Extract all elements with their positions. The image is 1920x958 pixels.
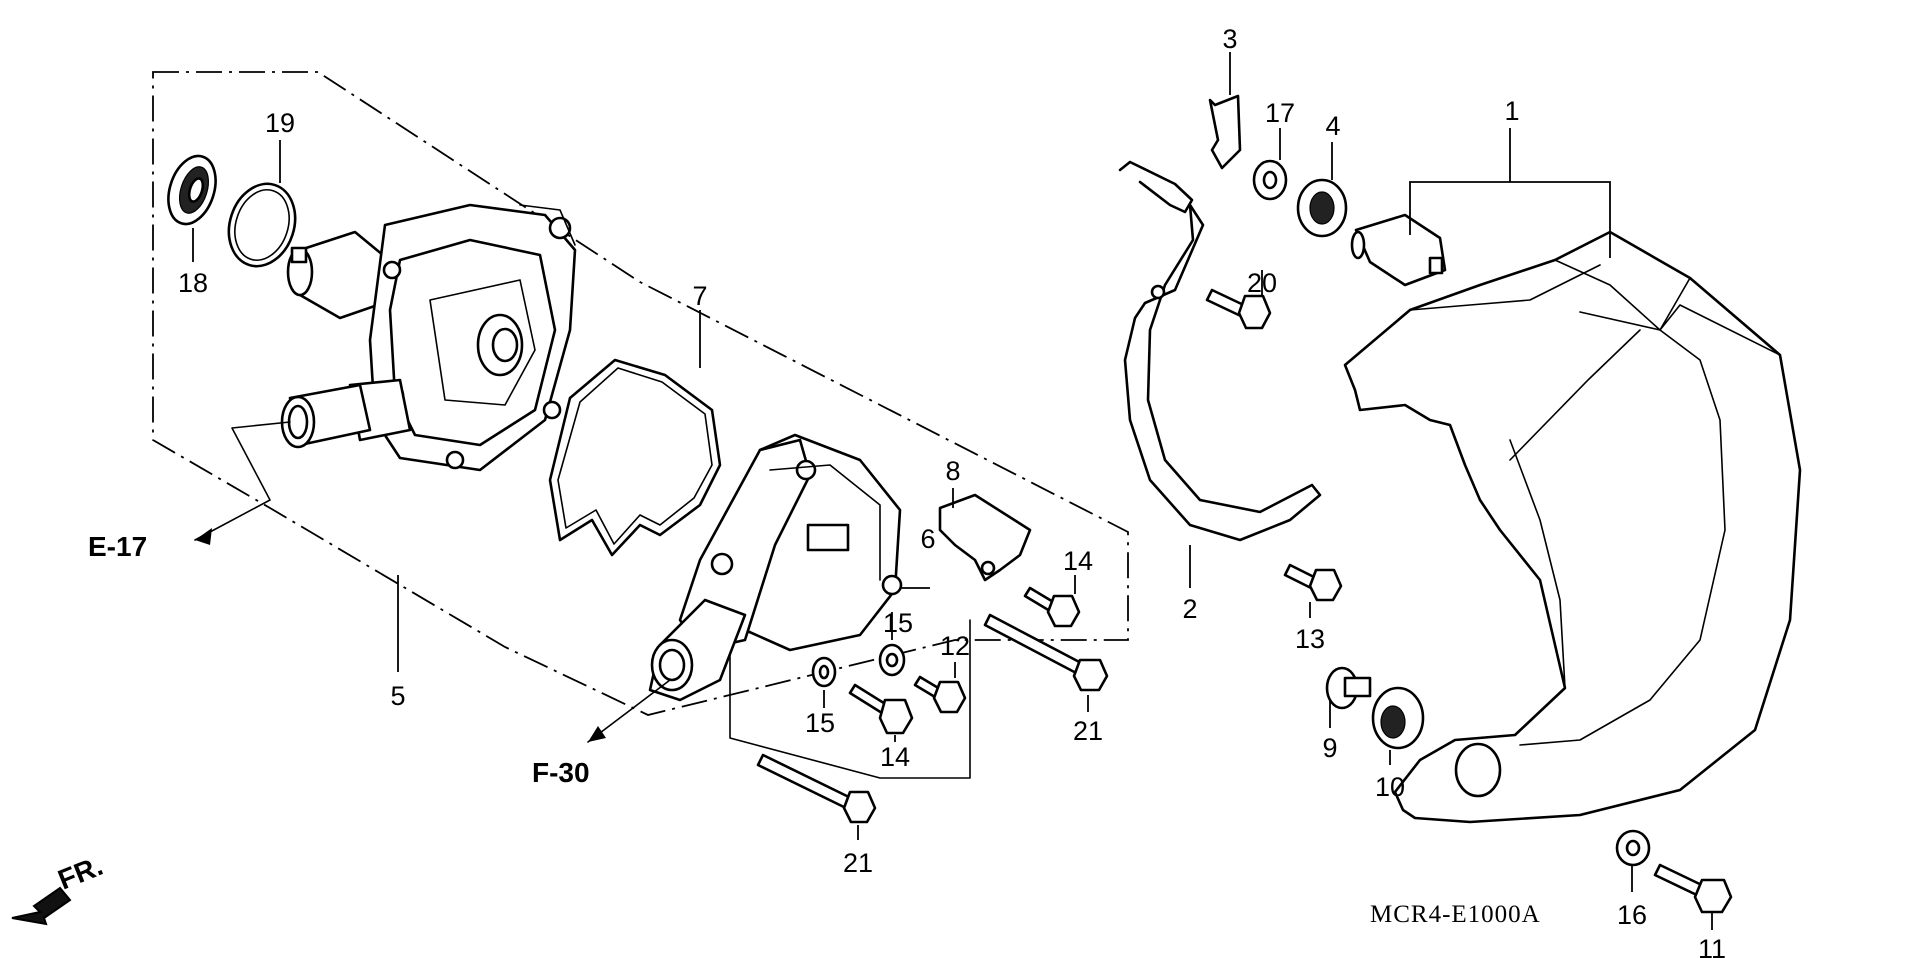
fr-direction-arrow: FR. — [11, 850, 107, 926]
part-16-washer — [1615, 829, 1651, 867]
callout-21a: 21 — [843, 848, 873, 878]
water-pump-assembly — [280, 203, 577, 472]
callout-20: 20 — [1247, 268, 1277, 298]
part-4-grommet — [1296, 178, 1348, 238]
part-13-bolt — [1283, 563, 1343, 602]
callout-16: 16 — [1617, 900, 1647, 930]
callout-2: 2 — [1182, 594, 1197, 624]
callout-17: 17 — [1265, 98, 1295, 128]
callout-11: 11 — [1698, 934, 1726, 958]
part-10-grommet — [1371, 686, 1425, 750]
group-5-bracket — [152, 71, 1129, 716]
callout-15a: 15 — [805, 708, 835, 738]
part-15a-washer — [811, 656, 837, 688]
part-21b-long-bolt — [983, 613, 1109, 692]
callout-15b: 15 — [883, 608, 913, 638]
callout-1: 1 — [1504, 96, 1519, 126]
part-17-washer — [1252, 159, 1288, 201]
part-1-cover — [1343, 230, 1802, 824]
part-14b-bolt — [848, 683, 914, 735]
part-11-bolt — [1653, 863, 1733, 914]
diagram-code: MCR4-E1000A — [1370, 901, 1541, 928]
part-15b-washer — [878, 643, 906, 677]
e17-arrow-line — [194, 421, 291, 541]
f30-arrowhead — [588, 726, 606, 742]
part-12-bolt — [913, 675, 967, 714]
part-7-gasket-inner — [557, 367, 713, 545]
callout-12: 12 — [940, 631, 970, 661]
callout-10: 10 — [1375, 772, 1405, 802]
part-20-bolt — [1205, 288, 1272, 330]
e17-reference: E-17 — [88, 531, 147, 562]
callout-8: 8 — [945, 456, 960, 486]
part-1-leader-bracket — [1409, 128, 1611, 258]
callout-13: 13 — [1295, 624, 1325, 654]
group-6-bracket — [729, 589, 971, 779]
pump-cover — [648, 433, 903, 702]
part-8-bracket — [938, 493, 1032, 582]
callout-6: 6 — [920, 524, 935, 554]
part-2-hole — [1150, 284, 1166, 300]
part-19-o-ring — [227, 182, 297, 268]
callout-4: 4 — [1325, 111, 1340, 141]
callout-14a: 14 — [1063, 546, 1093, 576]
callout-19: 19 — [265, 108, 295, 138]
part-7-gasket — [548, 358, 722, 557]
callout-14b: 14 — [880, 742, 910, 772]
part-14a-bolt — [1023, 586, 1081, 628]
part-1-bolt — [1350, 213, 1447, 287]
part-2-cable-guide — [1118, 160, 1322, 542]
e17-arrowhead — [195, 528, 212, 545]
callout-3: 3 — [1222, 24, 1237, 54]
part-21a-long-bolt — [756, 753, 877, 824]
callout-5: 5 — [390, 681, 405, 711]
part-18-bearing — [167, 154, 217, 226]
callout-9: 9 — [1322, 733, 1337, 763]
fr-label: FR. — [54, 850, 107, 896]
callout-21b: 21 — [1073, 716, 1103, 746]
part-9-collar — [1325, 666, 1372, 710]
callout-18: 18 — [178, 268, 208, 298]
callout-7: 7 — [692, 281, 707, 311]
f30-reference: F-30 — [532, 757, 590, 788]
part-8-hole — [980, 560, 996, 576]
part-3-clip — [1208, 94, 1242, 170]
